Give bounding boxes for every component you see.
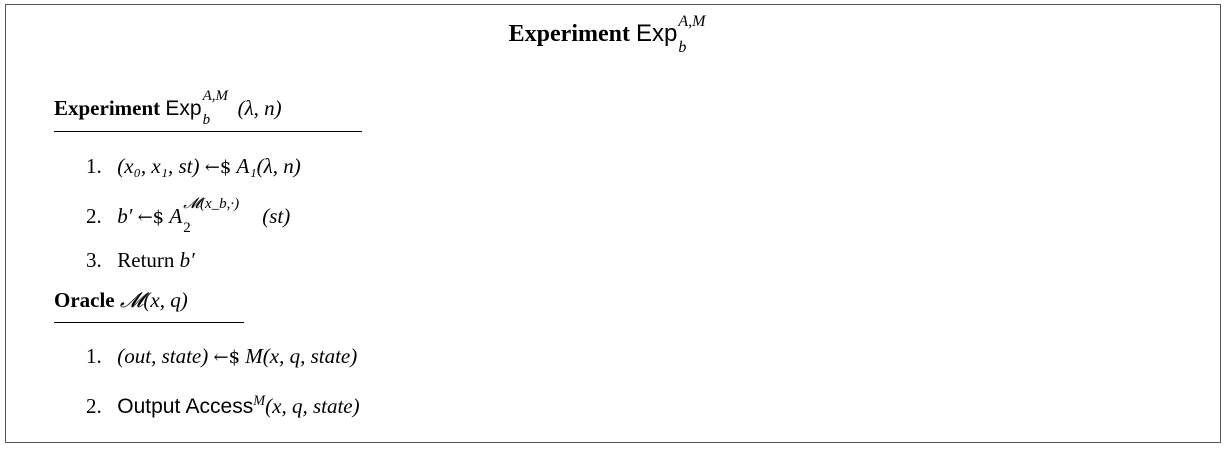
oracle-step-2: 2. Output AccessM(x, q, state) xyxy=(86,391,360,422)
experiment-script: A,M b xyxy=(202,88,238,128)
step-rhs-subscript: 2 xyxy=(183,220,191,236)
sample-arrow: ←$ xyxy=(213,347,241,368)
step-number: 2. xyxy=(86,394,102,418)
step-lhs: (x₀, x₁, st) xyxy=(117,154,200,178)
step-number: 1. xyxy=(86,344,102,368)
step-text: Output xyxy=(117,395,181,418)
oracle-underline xyxy=(54,321,244,323)
title-subscript: b xyxy=(678,39,687,56)
oracle-step-1: 1. (out, state) ←$ M(x, q, state) xyxy=(86,341,357,373)
sample-arrow: ←$ xyxy=(137,207,165,228)
step-func-superscript: M xyxy=(253,393,266,409)
step-lhs: (out, state) xyxy=(117,344,209,368)
title-script: A,M b xyxy=(677,13,717,56)
experiment-step-1: 1. (x₀, x₁, st) ←$ A₁(λ, n) xyxy=(86,151,301,183)
step-text: Return xyxy=(117,248,175,272)
title-keyword: Experiment xyxy=(508,21,630,47)
step-rhs: A₁(λ, n) xyxy=(236,154,301,178)
experiment-superscript: A,M xyxy=(202,88,229,104)
step-lhs: b′ xyxy=(117,204,133,228)
experiment-args: (λ, n) xyxy=(237,96,282,120)
step-var: b′ xyxy=(179,248,195,272)
oracle-args: (x, q) xyxy=(143,288,188,312)
sample-arrow: ←$ xyxy=(204,157,232,178)
experiment-keyword: Experiment xyxy=(54,96,161,120)
step-number: 3. xyxy=(86,248,102,272)
oracle-name: 𝓜 xyxy=(119,288,144,312)
step-number: 1. xyxy=(86,154,102,178)
step-number: 2. xyxy=(86,204,102,228)
experiment-name: Exp xyxy=(165,97,202,120)
experiment-step-3: 3. Return b′ xyxy=(86,245,195,275)
title-name: Exp xyxy=(635,20,678,47)
step-args: (x, q, state) xyxy=(265,394,360,418)
experiment-subscript: b xyxy=(202,112,211,128)
step-rhs-script: 𝓜(x_b,·) 2 xyxy=(182,196,262,236)
step-rhs-superscript: 𝓜(x_b,·) xyxy=(183,196,240,212)
title-superscript: A,M xyxy=(678,13,706,30)
step-rhs-args: (st) xyxy=(262,204,291,228)
experiment-underline xyxy=(54,130,362,132)
oracle-heading: Oracle 𝓜(x, q) xyxy=(54,285,244,323)
oracle-keyword: Oracle xyxy=(54,288,115,312)
step-rhs: M(x, q, state) xyxy=(245,344,358,368)
step-rhs-base: A xyxy=(169,204,183,228)
step-func: Access xyxy=(185,395,254,418)
